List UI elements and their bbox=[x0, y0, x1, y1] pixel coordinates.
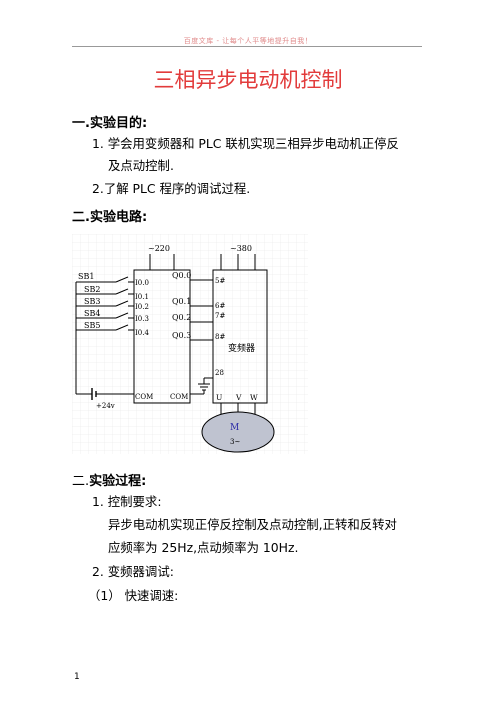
section-heading-procedure-main: 实验过程: bbox=[89, 474, 147, 489]
plc-output-q0-0: Q0.0 bbox=[172, 271, 191, 280]
plc-com-right: COM bbox=[170, 393, 188, 401]
plc-block bbox=[133, 269, 191, 404]
button-row-4: SB4 I0.3 bbox=[76, 309, 149, 323]
objective-item-1-cont: 及点动控制. bbox=[108, 158, 174, 173]
vfd-block bbox=[212, 269, 268, 404]
vfd-common-terminal: 28 bbox=[215, 369, 224, 377]
button-row-1: SB1 I0.0 bbox=[76, 272, 149, 287]
button-label-sb3: SB3 bbox=[84, 297, 100, 306]
circuit-svg: ~220 ~380 SB1 I0.0 SB2 I0.1 SB3 bbox=[72, 234, 308, 454]
page-number: 1 bbox=[74, 672, 80, 682]
vfd-terminal-8: 8# bbox=[215, 333, 225, 341]
objective-item-1: 1. 学会用变频器和 PLC 联机实现三相异步电动机正停反 bbox=[92, 136, 399, 151]
plc-output-q0-3: Q0.3 bbox=[172, 331, 191, 340]
vfd-terminal-5: 5# bbox=[215, 277, 225, 285]
circuit-diagram: ~220 ~380 SB1 I0.0 SB2 I0.1 SB3 bbox=[72, 234, 308, 454]
button-label-sb5: SB5 bbox=[84, 321, 100, 330]
header-rule bbox=[72, 46, 422, 47]
header-watermark: 百度文库 - 让每个人平等地提升自我！ bbox=[183, 37, 313, 45]
section-heading-procedure-prefix: 二. bbox=[72, 474, 90, 489]
plc-output-q0-1: Q0.1 bbox=[172, 297, 191, 306]
procedure-item-2: 2. 变频器调试: bbox=[92, 564, 174, 579]
plc-com-left: COM bbox=[135, 393, 153, 401]
motor-ellipse bbox=[201, 411, 275, 453]
objective-item-2: 2.了解 PLC 程序的调试过程. bbox=[92, 181, 251, 196]
section-heading-circuit: 二.实验电路: bbox=[72, 210, 148, 225]
section-heading-objectives: 一.实验目的: bbox=[72, 116, 148, 131]
plc-supply-label: ~220 bbox=[148, 244, 170, 253]
document-title: 三相异步电动机控制 bbox=[153, 68, 343, 92]
button-label-sb4: SB4 bbox=[84, 309, 100, 318]
procedure-item-1-text-cont: 应频率为 25Hz,点动频率为 10Hz. bbox=[108, 540, 299, 555]
output-wire-4: Q0.3 8# bbox=[172, 331, 225, 341]
button-row-5: SB5 I0.4 bbox=[76, 321, 149, 337]
plc-input-i0-2: I0.2 bbox=[135, 303, 149, 311]
plc-input-i0-4: I0.4 bbox=[135, 329, 149, 337]
motor-phase-label: 3~ bbox=[230, 438, 240, 446]
output-wire-1: Q0.0 5# bbox=[172, 271, 225, 285]
output-wire-2: Q0.1 6# bbox=[172, 297, 225, 310]
section-heading-procedure: 二.实验过程: bbox=[72, 470, 146, 489]
procedure-item-1-text: 异步电动机实现正停反控制及点动控制,正转和反转对 bbox=[108, 517, 397, 532]
plc-input-i0-0: I0.0 bbox=[135, 279, 149, 287]
plc-output-q0-2: Q0.2 bbox=[172, 313, 191, 322]
button-label-sb1: SB1 bbox=[78, 272, 94, 281]
vfd-terminal-v: V bbox=[235, 393, 242, 402]
vfd-terminal-6: 6# bbox=[215, 302, 225, 310]
vfd-label: 变频器 bbox=[228, 342, 255, 354]
vfd-supply-label: ~380 bbox=[230, 244, 252, 253]
dc-supply-label: +24v bbox=[96, 402, 115, 410]
procedure-item-2-sub: （1） 快速调速: bbox=[88, 588, 179, 603]
vfd-terminal-u: U bbox=[216, 393, 222, 402]
output-wire-3: Q0.2 7# bbox=[172, 312, 225, 323]
button-label-sb2: SB2 bbox=[84, 285, 100, 294]
vfd-terminal-w: W bbox=[250, 393, 258, 402]
button-row-3: SB3 I0.2 bbox=[76, 297, 149, 311]
vfd-terminal-7: 7# bbox=[215, 312, 225, 320]
procedure-item-1: 1. 控制要求: bbox=[92, 494, 162, 509]
plc-input-i0-3: I0.3 bbox=[135, 315, 149, 323]
button-row-2: SB2 I0.1 bbox=[76, 285, 149, 301]
motor-label: M bbox=[230, 423, 239, 433]
plc-input-i0-1: I0.1 bbox=[135, 293, 149, 301]
